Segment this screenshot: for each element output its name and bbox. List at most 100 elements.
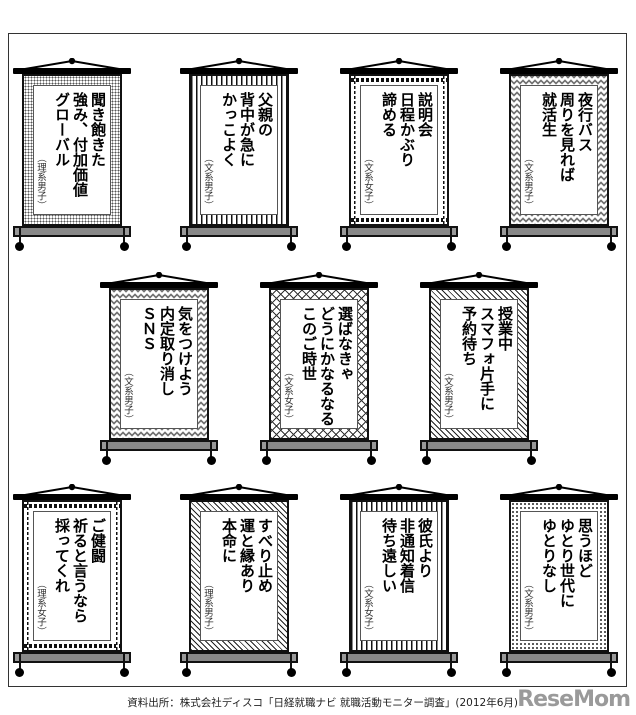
rod-leg — [19, 663, 21, 671]
hanger-string-icon — [185, 58, 293, 71]
poem-line: 就活生 — [540, 92, 558, 137]
rod-knob-icon — [447, 668, 456, 677]
top-rod — [500, 494, 618, 500]
hanging-scroll: すべり止め運と縁あり本命に（理系男子） — [180, 484, 298, 684]
top-rod — [180, 68, 298, 74]
senryu-poem: すべり止め運と縁あり本命に — [220, 518, 274, 593]
hanging-scroll: 説明会日程かぶり諦める （文系女子） — [340, 58, 458, 258]
scroll-paper: 授業中スマフォ片手に予約待ち（文系男子） — [440, 299, 518, 429]
rod-knob-icon — [527, 456, 536, 465]
poem-line: ＳＮＳ — [140, 306, 158, 351]
poem-author: （文系女子） — [362, 153, 373, 210]
poem-line: どうにかなるなる — [318, 306, 336, 426]
poem-line: 思うほど — [576, 518, 594, 578]
source-caption: 資料出所：株式会社ディスコ「日経就職ナビ 就職活動モニター調査」(2012年6月… — [127, 697, 518, 709]
poem-author: （文系男子） — [122, 367, 133, 424]
top-rod — [180, 494, 298, 500]
bottom-rod — [420, 440, 538, 451]
poem-line: すべり止め — [256, 518, 274, 593]
scroll-mounting: 夜行バス周りを見れば就活生 （文系男子） — [509, 74, 609, 226]
senryu-poem: 聞き飽きた強み、付加価値グローバル — [53, 92, 107, 197]
rod-knob-icon — [447, 242, 456, 251]
rod-leg — [450, 663, 452, 671]
scroll-mounting: すべり止め運と縁あり本命に（理系男子） — [189, 500, 289, 652]
scroll-mounting: 父親の背中が急にかっこよく（文系男子） — [189, 74, 289, 226]
top-rod — [13, 68, 131, 74]
bottom-rod — [100, 440, 218, 451]
rod-leg — [426, 451, 428, 459]
poem-author: （理系女子） — [35, 579, 46, 636]
hanging-scroll: 思うほどゆとり世代にゆとりなし（文系男子） — [500, 484, 618, 684]
scroll-paper: すべり止め運と縁あり本命に（理系男子） — [200, 511, 278, 641]
top-rod — [340, 68, 458, 74]
rod-leg — [370, 451, 372, 459]
poem-line: 周りを見れば — [558, 92, 576, 182]
senryu-poem: 説明会日程かぶり諦める — [380, 92, 434, 167]
hanging-scroll: 夜行バス周りを見れば就活生 （文系男子） — [500, 58, 618, 258]
bottom-rod — [340, 226, 458, 237]
poem-line: 運と縁あり — [238, 518, 256, 593]
poem-author: （文系男子） — [522, 153, 533, 210]
scroll-mounting: 授業中スマフォ片手に予約待ち（文系男子） — [429, 288, 529, 440]
poem-line: 採ってくれ — [53, 518, 71, 593]
senryu-poem: 思うほどゆとり世代にゆとりなし — [540, 518, 594, 608]
rod-knob-icon — [502, 668, 511, 677]
top-rod — [13, 494, 131, 500]
rod-knob-icon — [502, 242, 511, 251]
rod-leg — [346, 237, 348, 245]
rod-leg — [266, 451, 268, 459]
rod-knob-icon — [182, 242, 191, 251]
hanger-string-icon — [345, 484, 453, 497]
poem-line: ゆとり世代に — [558, 518, 576, 608]
rod-leg — [106, 451, 108, 459]
rod-leg — [346, 663, 348, 671]
top-rod — [100, 282, 218, 288]
poem-line: 予約待ち — [460, 306, 478, 366]
poem-line: 父親の — [256, 92, 274, 137]
poem-author: （文系女子） — [362, 579, 373, 636]
poem-line: 気をつけよう — [176, 306, 194, 396]
scroll-paper: 聞き飽きた強み、付加価値グローバル （理系男子） — [33, 85, 111, 215]
poem-line: 本命に — [220, 518, 238, 563]
rod-leg — [123, 663, 125, 671]
bottom-rod — [340, 652, 458, 663]
rod-knob-icon — [607, 242, 616, 251]
poem-line: 強み、付加価値 — [71, 92, 89, 197]
bottom-rod — [13, 226, 131, 237]
rod-knob-icon — [207, 456, 216, 465]
rod-leg — [506, 237, 508, 245]
poem-line: 彼氏より — [416, 518, 434, 578]
scroll-paper: 選ばなきゃどうにかなるなるこのご時世（文系女子） — [280, 299, 358, 429]
rod-leg — [610, 663, 612, 671]
poem-line: 背中が急に — [238, 92, 256, 167]
scroll-mounting: 選ばなきゃどうにかなるなるこのご時世（文系女子） — [269, 288, 369, 440]
scroll-paper: 説明会日程かぶり諦める （文系女子） — [360, 85, 438, 215]
poem-line: このご時世 — [300, 306, 318, 381]
poem-author: （理系男子） — [35, 153, 46, 210]
scroll-paper: 夜行バス周りを見れば就活生 （文系男子） — [520, 85, 598, 215]
rod-knob-icon — [15, 668, 24, 677]
rod-knob-icon — [182, 668, 191, 677]
bottom-rod — [260, 440, 378, 451]
senryu-poem: ご健闘祈ると言うなら採ってくれ — [53, 518, 107, 623]
hanger-string-icon — [425, 272, 533, 285]
rod-knob-icon — [287, 242, 296, 251]
hanger-string-icon — [505, 58, 613, 71]
scroll-mounting: 説明会日程かぶり諦める （文系女子） — [349, 74, 449, 226]
poem-line: 授業中 — [496, 306, 514, 351]
poem-author: （文系男子） — [202, 153, 213, 210]
hanging-scroll: 授業中スマフォ片手に予約待ち（文系男子） — [420, 272, 538, 472]
poem-line: ゆとりなし — [540, 518, 558, 593]
bottom-rod — [500, 226, 618, 237]
bottom-rod — [500, 652, 618, 663]
rod-leg — [506, 663, 508, 671]
poem-line: 夜行バス — [576, 92, 594, 152]
poem-line: 非通知着信 — [398, 518, 416, 593]
hanging-scroll: 聞き飽きた強み、付加価値グローバル （理系男子） — [13, 58, 131, 258]
rod-leg — [186, 237, 188, 245]
rod-knob-icon — [120, 668, 129, 677]
scroll-mounting: 聞き飽きた強み、付加価値グローバル （理系男子） — [22, 74, 122, 226]
poem-line: 説明会 — [416, 92, 434, 137]
